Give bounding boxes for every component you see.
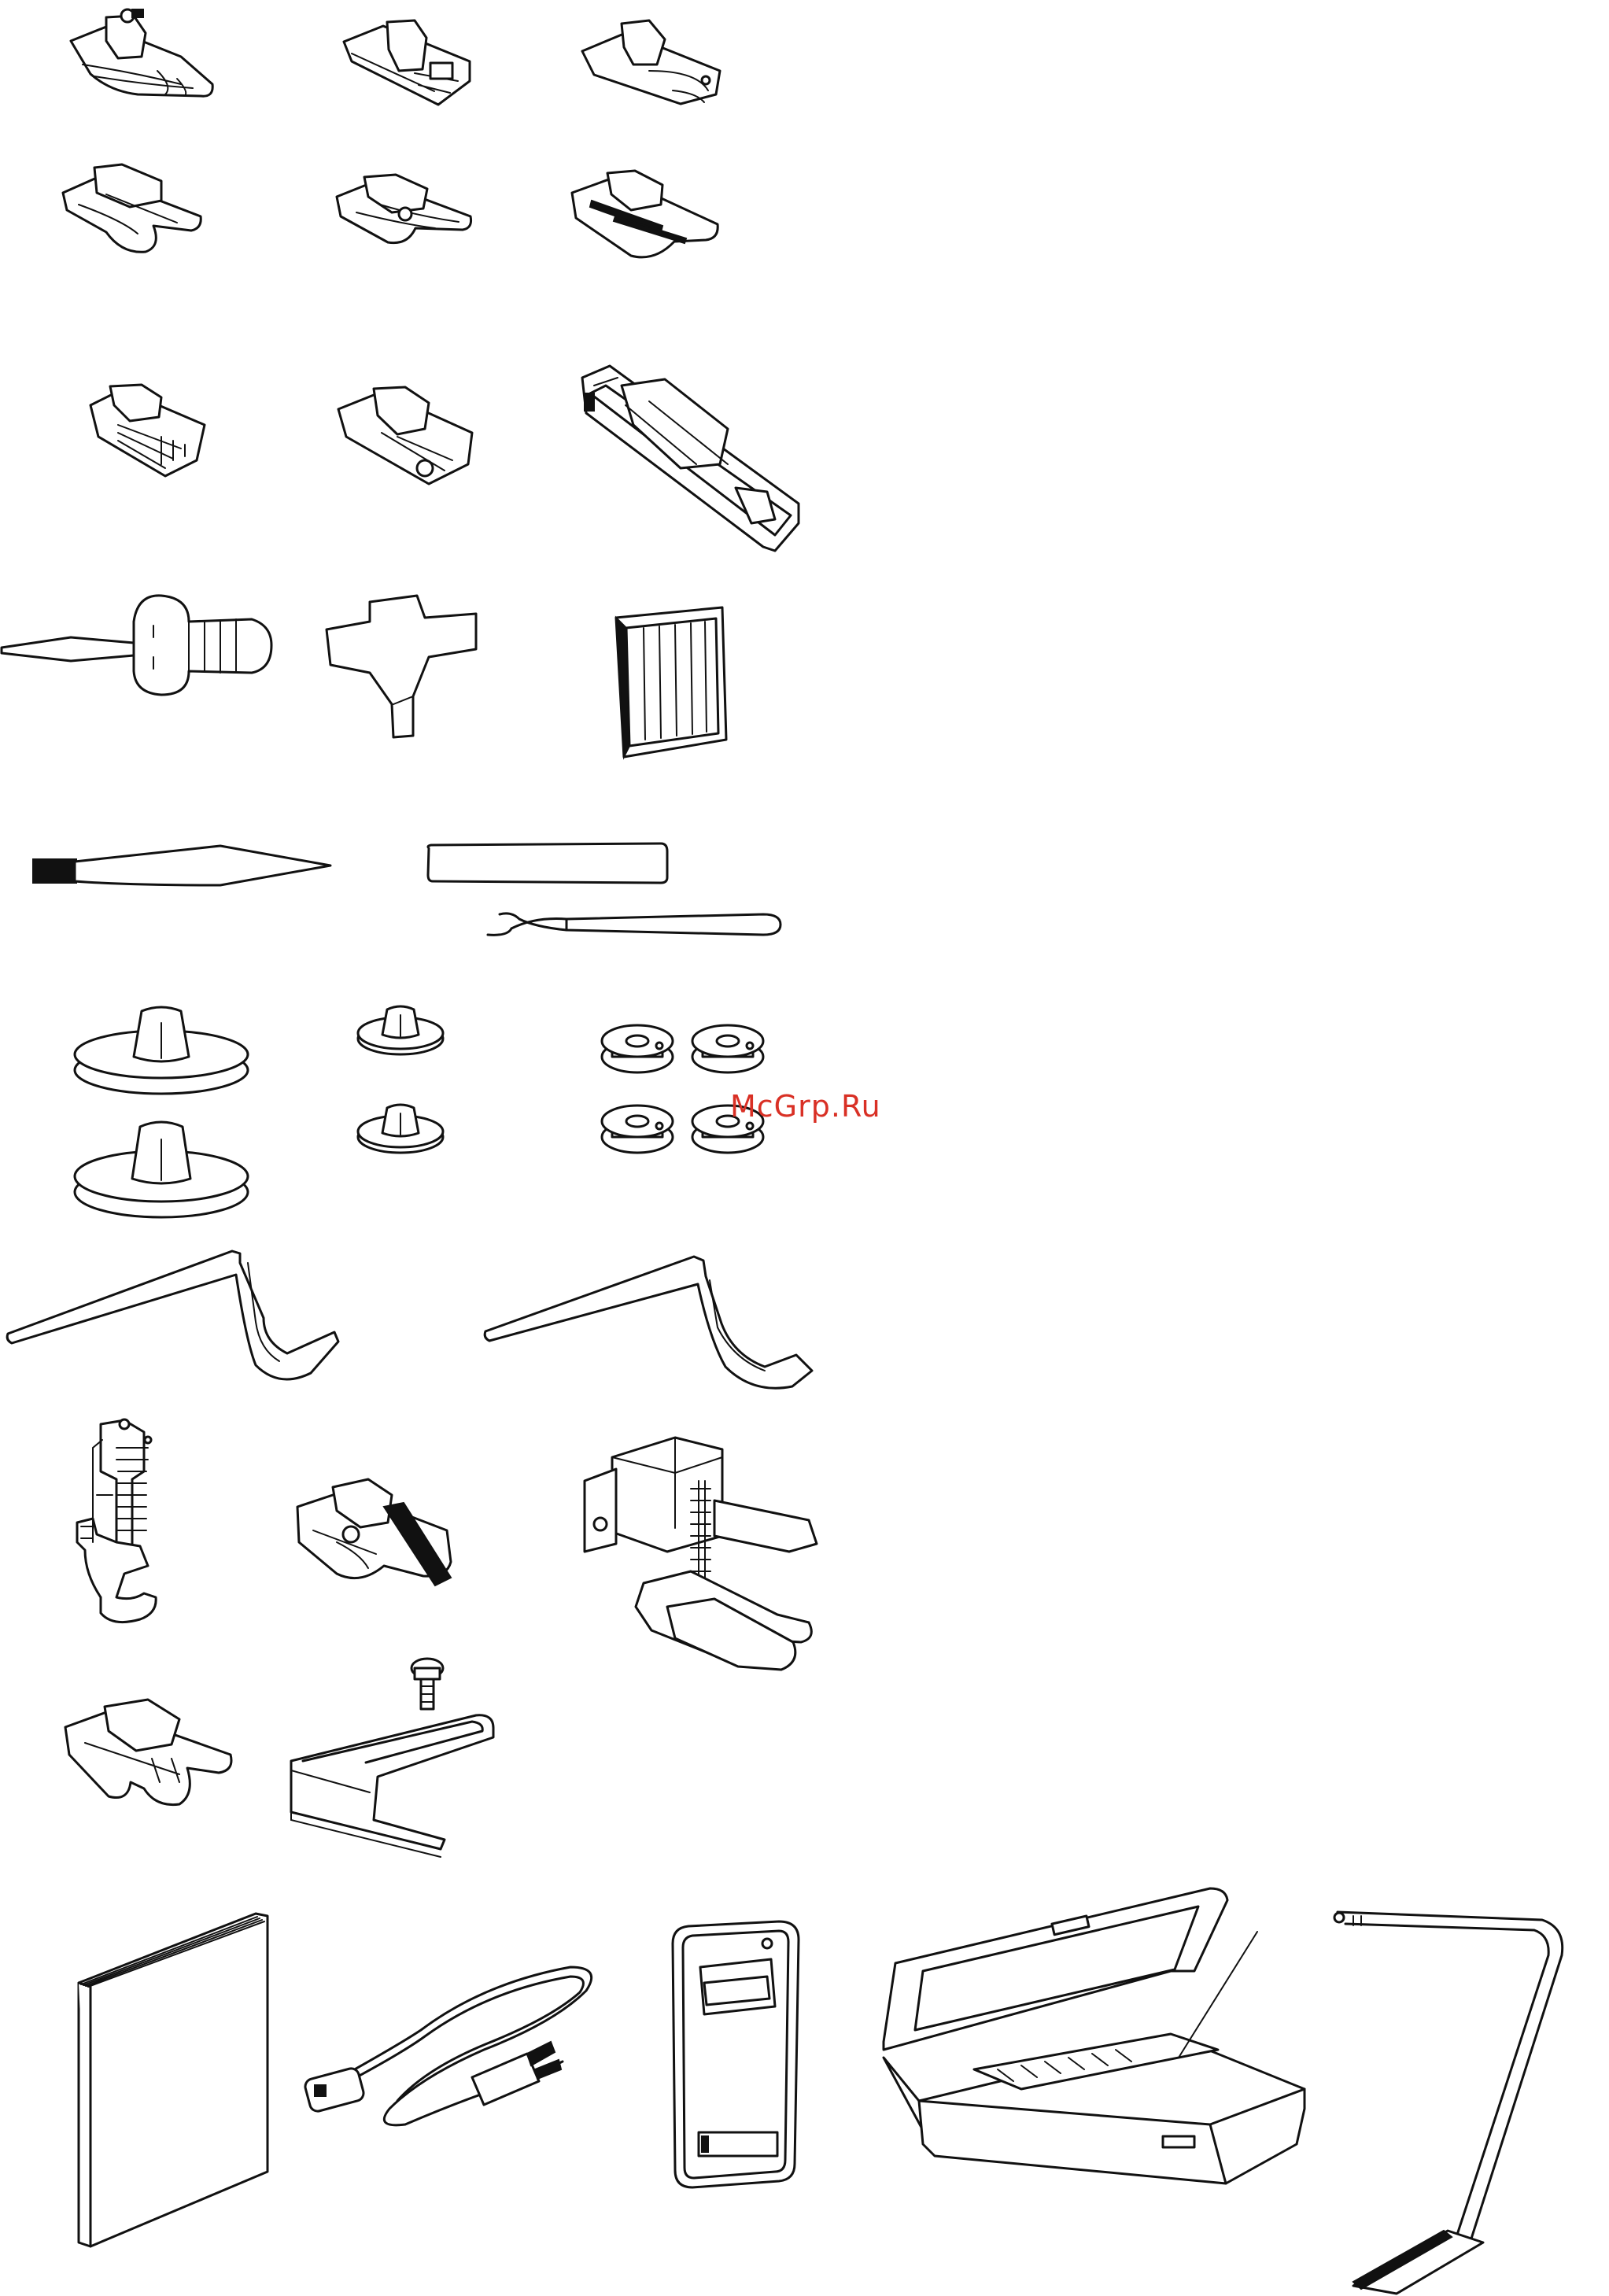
knee-lifter-icon <box>1330 1884 1593 2294</box>
darning-foot-icon <box>69 1416 183 1633</box>
power-cord-icon <box>303 1951 598 2132</box>
seam-guide-with-screw-icon <box>287 1651 496 1855</box>
screwdriver-icon <box>0 594 275 696</box>
spool-cap-small-icon <box>356 1102 446 1157</box>
straight-stitch-foot-icon <box>61 1696 238 1810</box>
presser-foot-zigzag-icon <box>63 9 220 112</box>
spool-cap-large-icon <box>71 1003 252 1098</box>
presser-foot-blind-hem-icon <box>568 169 721 271</box>
instruction-manual-icon <box>75 1912 271 2246</box>
accessory-box-icon <box>880 1884 1308 2195</box>
presser-foot-open-toe-icon <box>59 161 205 260</box>
watermark: McGrp.Ru <box>730 1089 881 1124</box>
cleaning-brush-icon <box>31 842 338 897</box>
presser-foot-overcasting-icon <box>334 386 476 488</box>
cover-plate-icon <box>669 1920 803 2191</box>
seam-ripper-icon <box>425 842 787 944</box>
spool-cap-small-icon <box>356 1003 446 1058</box>
presser-foot-zipper-icon <box>340 14 474 113</box>
presser-foot-cording-icon <box>87 382 209 484</box>
disc-screwdriver-icon <box>323 594 480 740</box>
quilting-guide-bar-icon <box>482 1253 820 1398</box>
edge-guide-bar-icon <box>4 1247 350 1393</box>
presser-foot-satin-stitch-icon <box>333 173 474 252</box>
needle-set-case-icon <box>612 606 730 759</box>
spool-cap-large-icon <box>71 1117 252 1220</box>
buttonhole-foot-icon <box>578 362 806 555</box>
quarter-inch-foot-icon <box>290 1475 463 1593</box>
walking-foot-icon <box>581 1434 848 1678</box>
presser-foot-rolled-hem-icon <box>578 16 728 110</box>
